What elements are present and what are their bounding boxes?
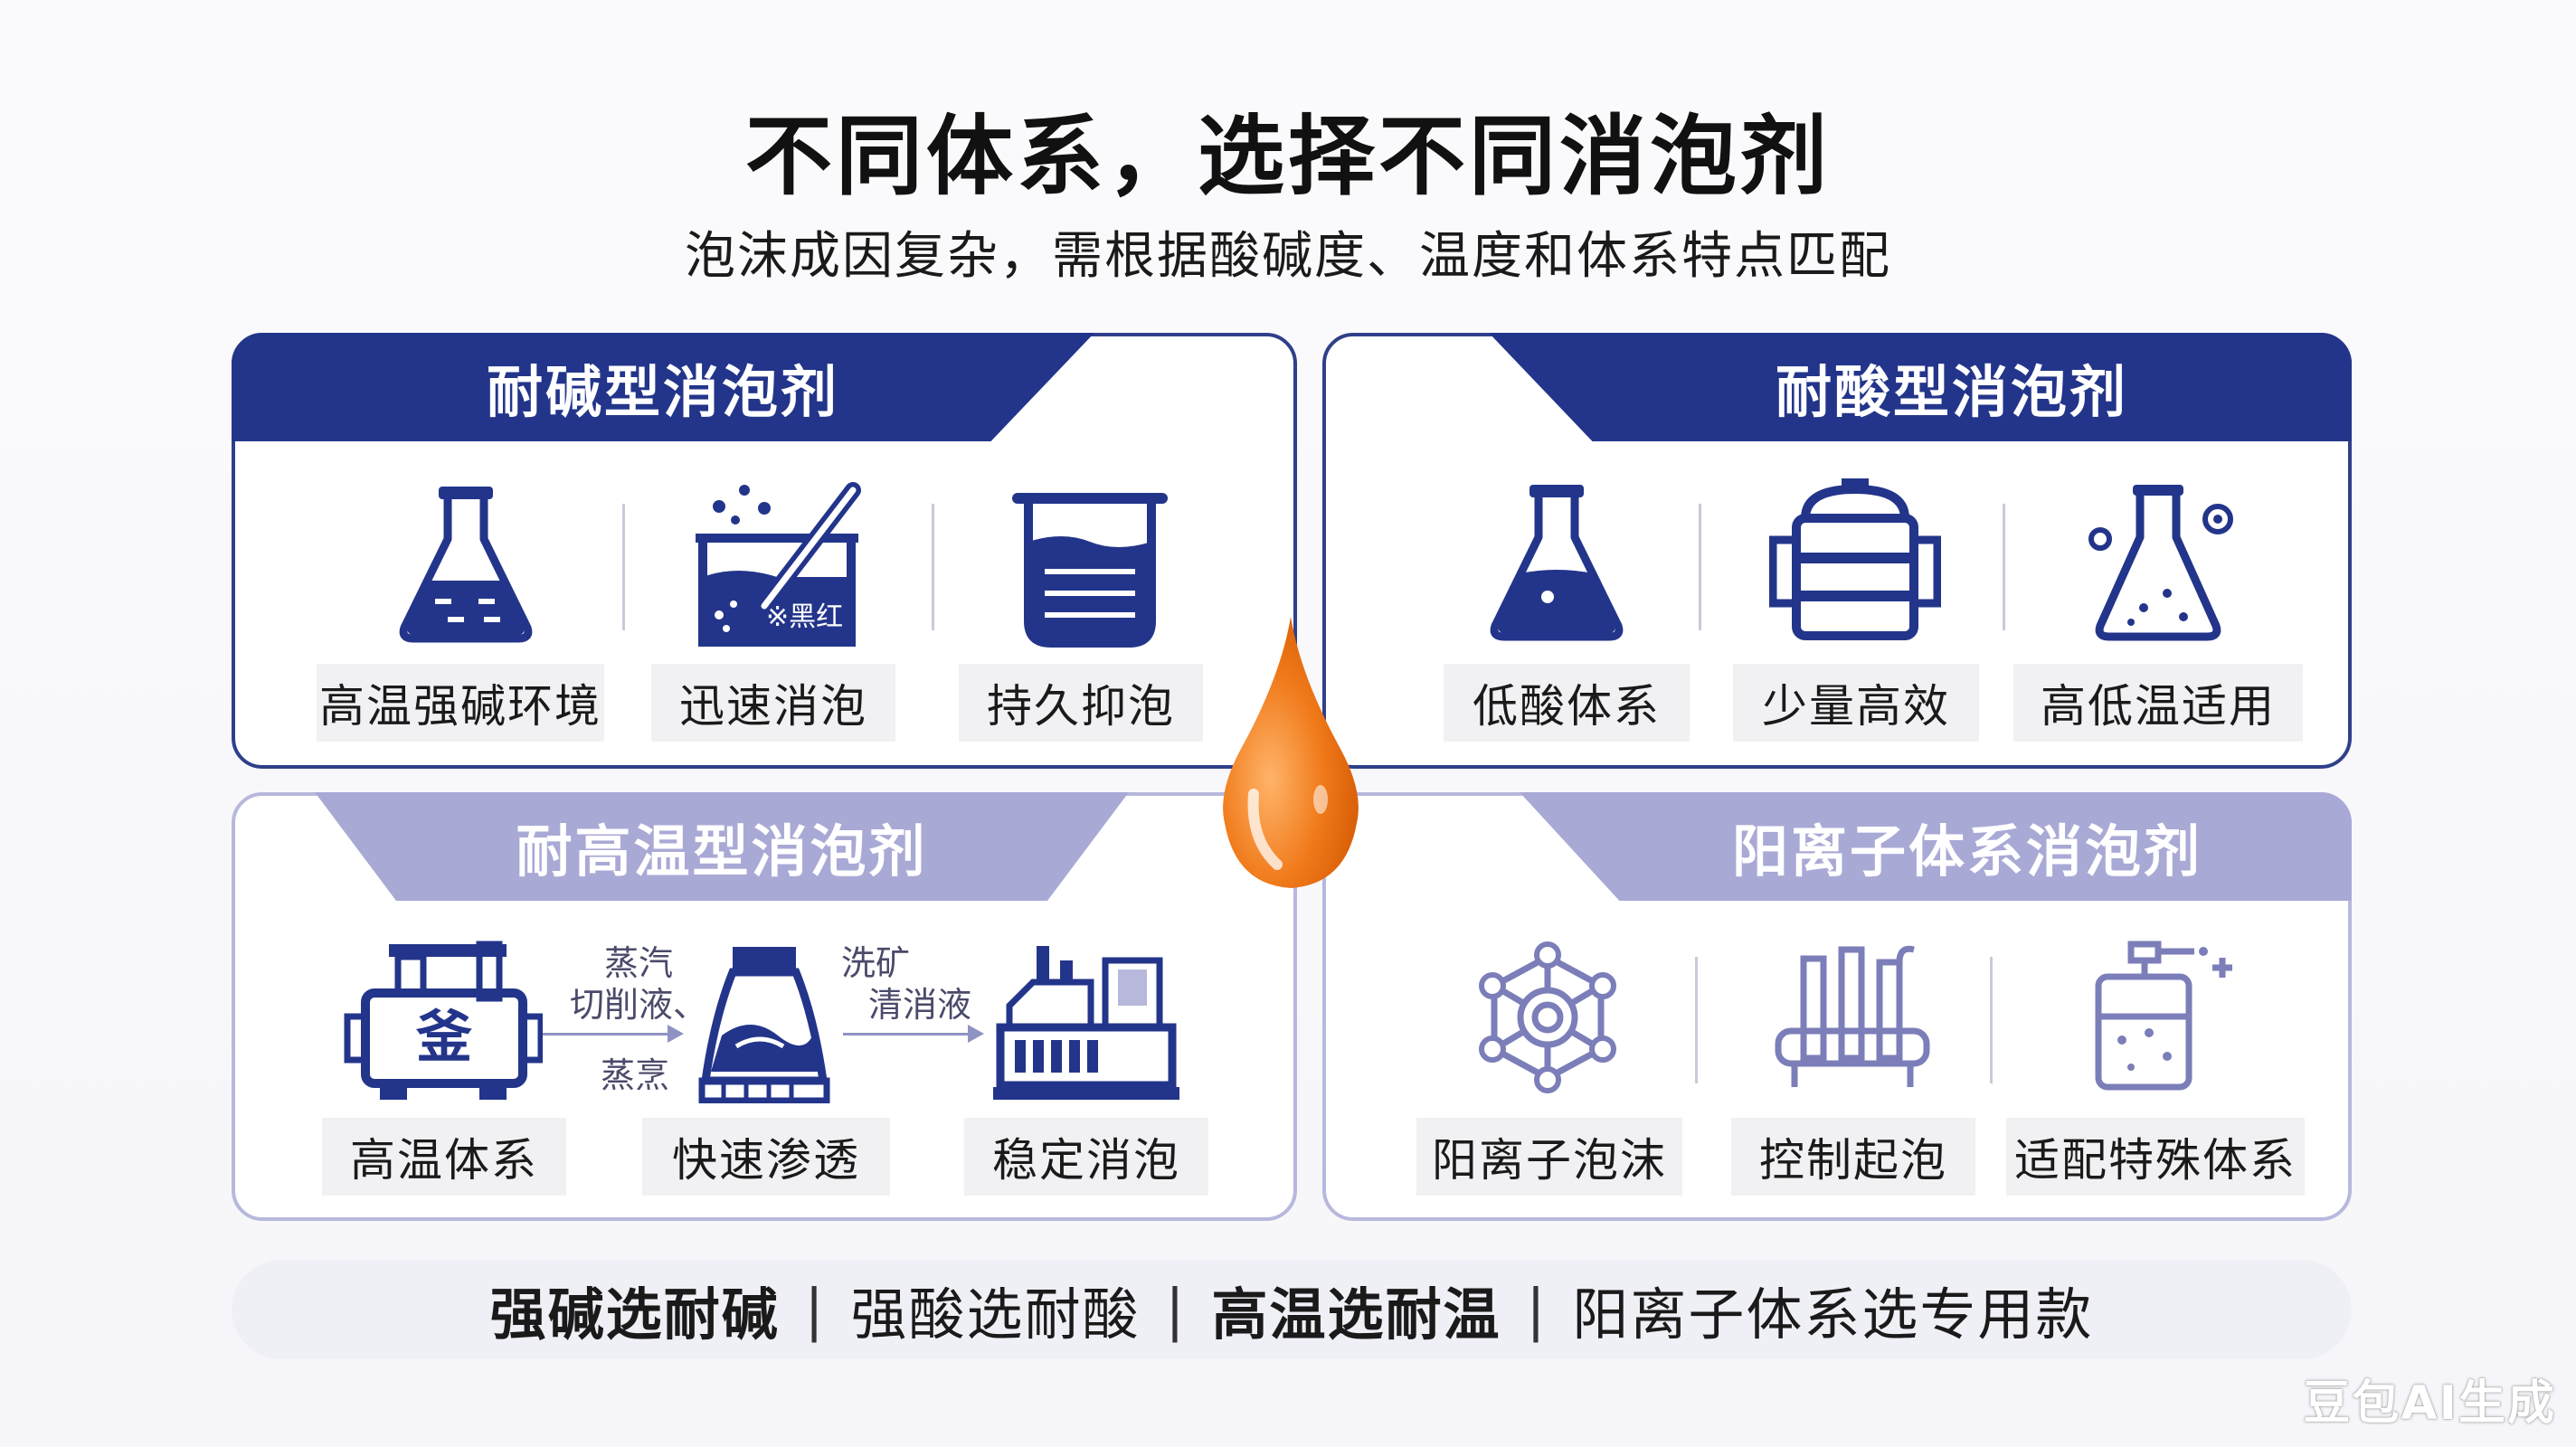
- summary-bar: 强碱选耐碱 | 强酸选耐酸 | 高温选耐温 | 阳离子体系选专用款: [232, 1260, 2352, 1359]
- separator: [932, 504, 934, 630]
- pressure-vessel-icon: [1769, 478, 1941, 640]
- arrow1-mid-text: 切削液、: [570, 985, 708, 1025]
- arrow2-mid-text: 清消液: [868, 985, 972, 1025]
- separator: [1699, 504, 1701, 630]
- flask-bubbles-icon: [2088, 485, 2233, 641]
- flask-icon: [1490, 485, 1624, 641]
- summary-alkali: 强碱选耐碱: [489, 1281, 780, 1348]
- kettle-reactor-icon: 釜: [344, 941, 543, 1100]
- arrow1-top-text: 蒸汽: [604, 943, 674, 983]
- ai-watermark: 豆包AI生成: [2303, 1376, 2556, 1431]
- separator: [2003, 504, 2005, 630]
- page-title: 不同体系，选择不同消泡剂: [745, 106, 1831, 207]
- beaker-icon: [1012, 493, 1168, 648]
- factory-icon: [993, 946, 1179, 1100]
- panel-heat-title: 耐高温型消泡剂: [315, 792, 1129, 901]
- separator: [1990, 957, 1993, 1083]
- panel-alkali-title: 耐碱型消泡剂: [232, 333, 1094, 441]
- feature-label: 稳定消泡: [964, 1118, 1208, 1196]
- summary-acid: 强酸选耐酸: [850, 1281, 1141, 1348]
- feature-label: 适配特殊体系: [2006, 1118, 2305, 1196]
- arrow1-bottom-text: 蒸烹: [601, 1055, 670, 1095]
- summary-separator: |: [804, 1276, 826, 1343]
- summary-cation: 阳离子体系选专用款: [1572, 1281, 2094, 1348]
- summary-heat: 高温选耐温: [1211, 1281, 1501, 1348]
- kettle-icon-text: 釜: [415, 1004, 472, 1070]
- feature-label: 低酸体系: [1444, 664, 1690, 742]
- summary-separator: |: [1165, 1276, 1187, 1343]
- feature-label: 高低温适用: [2013, 664, 2303, 742]
- panel-cation: 阳离子体系消泡剂: [1322, 792, 2352, 1221]
- separator: [622, 504, 625, 630]
- separator: [1695, 957, 1698, 1083]
- process-arrow: [543, 1025, 684, 1043]
- test-tube-rack-icon: [1775, 945, 1930, 1087]
- feature-label: 少量高效: [1733, 664, 1979, 742]
- panel-alkali: 耐碱型消泡剂 ※黑红 高温强碱环境 迅速消泡 持久抑泡: [232, 333, 1297, 769]
- feature-label: 高温强碱环境: [317, 664, 604, 742]
- foam-container-icon: [2095, 941, 2232, 1091]
- panel-cation-title: 阳离子体系消泡剂: [1520, 792, 2352, 901]
- beaker-stir-icon: ※黑红: [696, 482, 861, 647]
- feature-label: 阳离子泡沫: [1416, 1118, 1682, 1196]
- molecule-network-icon: [1479, 941, 1616, 1093]
- process-arrow: [843, 1025, 984, 1043]
- panel-heat: 耐高温型消泡剂 釜 蒸汽 切削液、 蒸烹 洗矿 清消液 高温体系 快速渗透: [232, 792, 1297, 1221]
- arrow2-top-text: 洗矿: [841, 943, 911, 983]
- feature-label: 高温体系: [322, 1118, 566, 1196]
- orange-droplet-icon: [1223, 617, 1359, 888]
- feature-label: 控制起泡: [1731, 1118, 1975, 1196]
- panel-acid: 耐酸型消泡剂 低酸体系 少量高效 高低温适用: [1322, 333, 2352, 769]
- flask-icon: [399, 487, 533, 643]
- feature-label: 持久抑泡: [959, 664, 1203, 742]
- page-subtitle: 泡沫成因复杂，需根据酸碱度、温度和体系特点匹配: [685, 227, 1891, 286]
- feature-label: 迅速消泡: [651, 664, 895, 742]
- panel-acid-title: 耐酸型消泡剂: [1489, 333, 2352, 441]
- feature-label: 快速渗透: [642, 1118, 890, 1196]
- summary-separator: |: [1526, 1276, 1548, 1343]
- cooling-tower-icon: [698, 947, 830, 1103]
- beaker-icon-text: ※黑红: [766, 601, 843, 633]
